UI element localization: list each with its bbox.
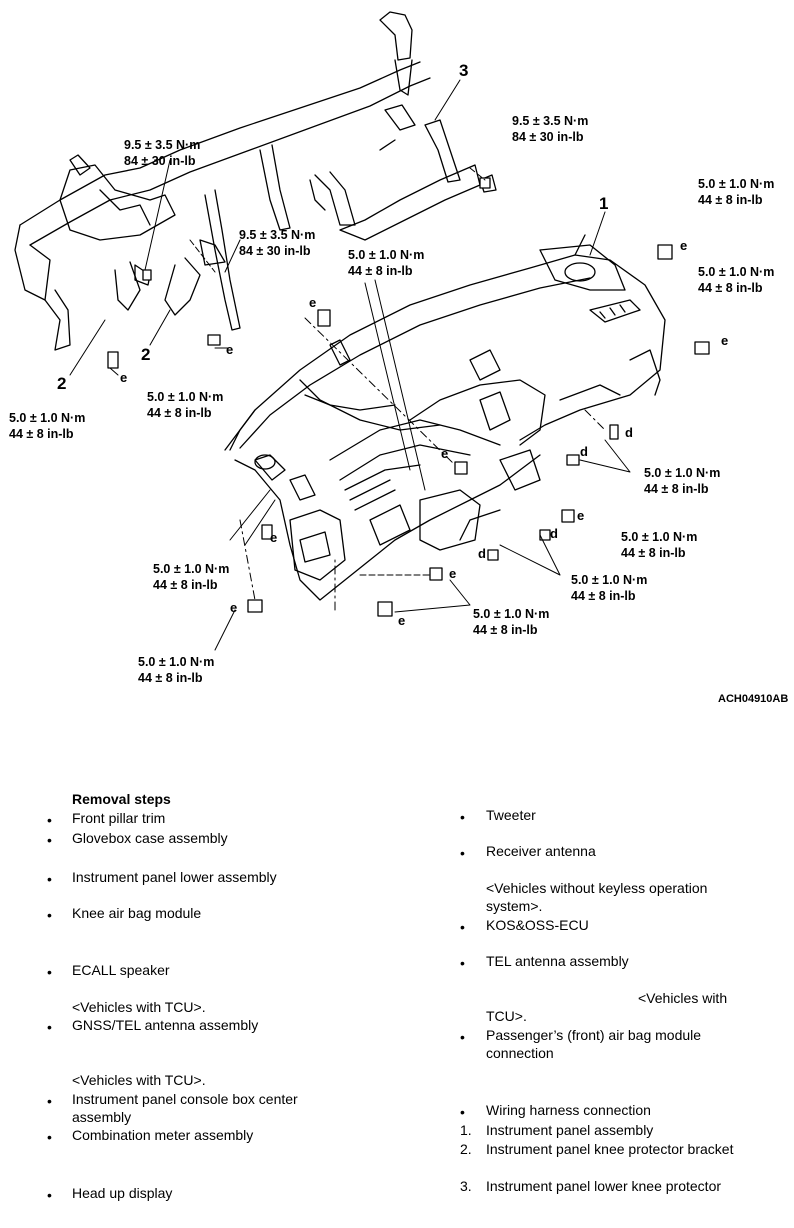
letter-d: d: [478, 546, 486, 561]
step-item: ECALL speaker: [72, 962, 170, 978]
step-item: Instrument panel lower knee protector: [486, 1178, 722, 1194]
step-item: Combination meter assembly: [72, 1127, 254, 1143]
step-number: 2.: [460, 1141, 472, 1157]
step-number: 1.: [460, 1122, 472, 1138]
step-item: Tweeter: [486, 807, 536, 823]
bullet: •: [47, 1129, 52, 1145]
bullet: •: [460, 1104, 465, 1120]
step-item: Instrument panel assembly: [486, 1122, 654, 1138]
step-number: 3.: [460, 1178, 472, 1194]
bullet: •: [47, 1019, 52, 1035]
instrument-panel-exploded-diagram: [14, 11, 710, 651]
bullet: •: [460, 919, 465, 935]
bullet: •: [47, 1187, 52, 1203]
step-item: Instrument panel console box center asse…: [72, 1091, 298, 1125]
step-condition: <Vehicles with TCU>.: [72, 999, 206, 1015]
letter-e: e: [120, 370, 128, 385]
step-item: Receiver antenna: [486, 843, 596, 859]
step-item: Passenger’s (front) air bag module conne…: [486, 1027, 702, 1061]
bullet: •: [47, 964, 52, 980]
instrument-panel-assembly: [224, 234, 666, 601]
step-condition: <Vehicles with TCU>.: [72, 1072, 206, 1088]
step-item: Wiring harness connection: [486, 1102, 651, 1118]
callout-1: 1: [599, 194, 609, 213]
step-item: Front pillar trim: [72, 810, 166, 826]
letter-e: e: [398, 613, 406, 628]
letter-e: e: [230, 600, 238, 615]
callout-3: 3: [459, 61, 469, 80]
step-item: Glovebox case assembly: [72, 830, 228, 846]
callout-2: 2: [141, 345, 151, 364]
steering-support-member: [14, 11, 497, 351]
step-item: Head up display: [72, 1185, 173, 1201]
bullet: •: [47, 1093, 52, 1109]
letter-d: d: [580, 444, 588, 459]
letter-d: d: [550, 526, 558, 541]
bullet: •: [460, 809, 465, 825]
bullet: •: [460, 845, 465, 861]
leader-lines: [69, 79, 631, 651]
bullet: •: [47, 907, 52, 923]
letter-e: e: [309, 295, 317, 310]
letter-e: e: [449, 566, 457, 581]
callout-2: 2: [57, 374, 67, 393]
step-item: Instrument panel lower assembly: [72, 869, 277, 885]
letter-e: e: [226, 342, 234, 357]
step-item: GNSS/TEL antenna assembly: [72, 1017, 259, 1033]
letter-e: e: [721, 333, 729, 348]
bullet: •: [460, 1029, 465, 1045]
step-condition: <Vehicles with TCU>.: [486, 990, 728, 1024]
step-item: Instrument panel knee protector bracket: [486, 1141, 734, 1157]
bullet: •: [47, 871, 52, 887]
removal-steps-title: Removal steps: [72, 791, 171, 807]
bolt-icons: [107, 177, 710, 617]
step-condition: <Vehicles without keyless operation syst…: [486, 880, 708, 914]
letter-e: e: [577, 508, 585, 523]
letter-d: d: [625, 425, 633, 440]
letter-e: e: [270, 530, 278, 545]
figure-code: ACH04910AB: [718, 693, 789, 705]
bullet: •: [47, 812, 52, 828]
bullet: •: [47, 832, 52, 848]
letter-e: e: [680, 238, 688, 253]
step-item: TEL antenna assembly: [486, 953, 629, 969]
bullet: •: [460, 955, 465, 971]
step-item: Knee air bag module: [72, 905, 202, 921]
step-item: KOS&OSS-ECU: [486, 917, 589, 933]
letter-e: e: [441, 446, 449, 461]
